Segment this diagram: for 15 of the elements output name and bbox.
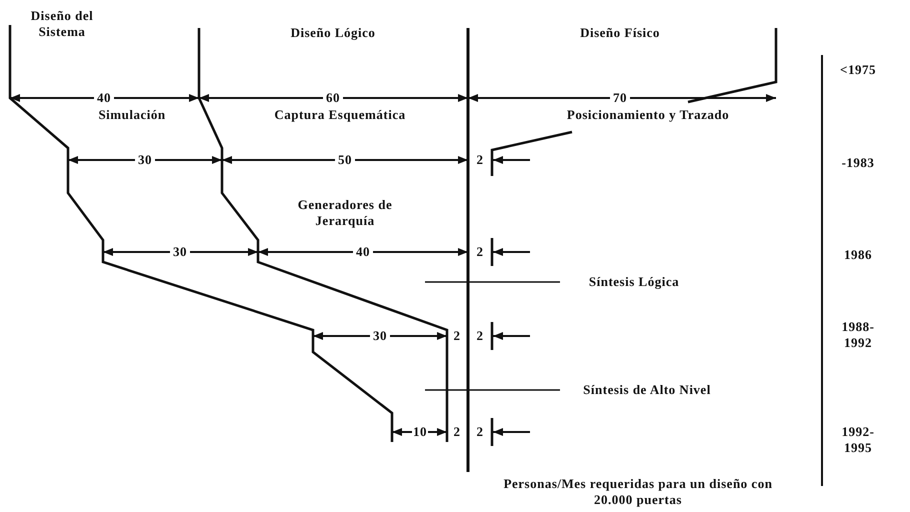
year-label: 1988- 1992: [840, 318, 876, 352]
section-label: Captura Esquemática: [274, 106, 406, 124]
year-label: 1992- 1995: [840, 424, 876, 456]
section-label: Diseño del Sistema: [30, 8, 94, 40]
section-label: Síntesis de Alto Nivel: [583, 382, 711, 398]
year-label: <1975: [840, 62, 876, 78]
section-label: Diseño Lógico: [290, 24, 376, 42]
section-label: Generadores de Jerarquía: [296, 196, 394, 230]
year-label: -1983: [842, 154, 874, 172]
year-label: 1986: [844, 246, 872, 264]
caption: Personas/Mes requeridas para un diseño con 20.000 puertas: [502, 476, 774, 508]
section-label: Posicionamiento y Trazado: [566, 106, 730, 124]
section-label: Síntesis Lógica: [588, 274, 680, 290]
section-label: Diseño Físico: [580, 24, 660, 42]
section-label: Simulación: [98, 106, 166, 124]
